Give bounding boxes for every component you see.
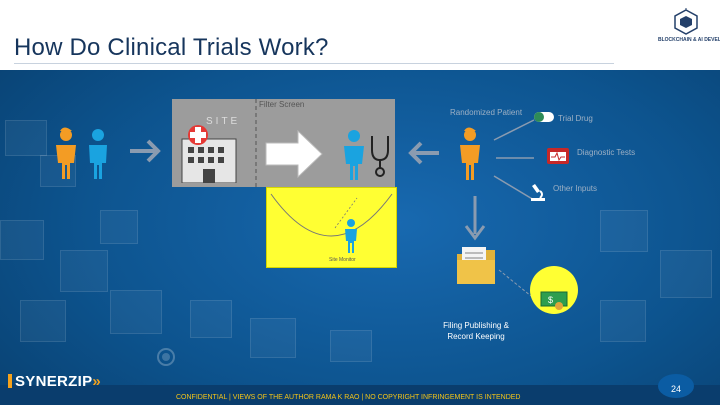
brand-mark <box>8 374 12 388</box>
decor-cube <box>250 318 296 358</box>
decor-cube <box>20 300 66 342</box>
decor-cube <box>110 290 162 334</box>
title-divider <box>14 63 614 64</box>
slide-title: How Do Clinical Trials Work? <box>14 34 329 62</box>
folder-icon <box>455 246 497 286</box>
arrow-right-icon <box>264 129 324 179</box>
decor-cube <box>600 210 648 252</box>
confidential-notice: CONFIDENTIAL | VIEWS OF THE AUTHOR RAMA … <box>176 394 520 401</box>
filter-divider <box>254 99 258 187</box>
logo-icon <box>664 8 708 38</box>
trial-drug-label: Trial Drug <box>558 114 593 123</box>
arrow-right-icon <box>128 138 164 164</box>
site-monitor-label: Site Monitor <box>329 257 356 263</box>
connector-line <box>497 268 533 298</box>
title-bar: How Do Clinical Trials Work? BLOCKCHAIN … <box>0 0 720 70</box>
money-symbol: $ <box>548 295 553 305</box>
patients-group <box>50 125 118 183</box>
decor-cube <box>660 250 712 298</box>
money-circle: $ <box>530 266 578 314</box>
screened-patient <box>336 128 396 184</box>
logo-text: BLOCKCHAIN & AI DEVELOPMENT <box>658 37 714 43</box>
decor-dot <box>156 347 176 367</box>
diagnostic-icon <box>546 145 570 165</box>
decor-cube <box>100 210 138 244</box>
patient-orange-icon <box>455 126 485 184</box>
arrow-down-icon <box>462 196 488 242</box>
stethoscope-icon <box>372 136 388 176</box>
decor-cube <box>600 300 646 342</box>
brand-text: SYNERZIP <box>15 373 92 390</box>
diagnostic-tests-label: Diagnostic Tests <box>577 148 635 157</box>
money-icon: $ <box>540 290 568 312</box>
microscope-icon <box>528 182 548 202</box>
decor-cube <box>60 250 108 292</box>
patient-blue-icon <box>89 129 107 179</box>
patient-blue-icon <box>341 218 361 256</box>
hospital-icon <box>178 121 240 183</box>
patient-orange-icon <box>56 128 76 180</box>
page-number: 24 <box>658 374 694 398</box>
arrow-right-icon <box>405 140 441 166</box>
filing-label: Filing Publishing & Record Keeping <box>436 320 516 342</box>
other-inputs-label: Other Inputs <box>553 184 597 193</box>
decor-cube <box>330 330 372 362</box>
chevron-right-icon: » <box>92 373 101 390</box>
decor-cube <box>5 120 47 156</box>
decor-cube <box>0 220 44 260</box>
site-monitor-panel: Site Monitor <box>266 187 397 268</box>
monitor-curve <box>267 188 396 267</box>
brand-logo: SYNERZIP» <box>8 373 101 390</box>
filter-screen-label: Filter Screen <box>259 100 304 109</box>
decor-cube <box>190 300 232 338</box>
pill-icon <box>533 111 555 123</box>
company-logo: BLOCKCHAIN & AI DEVELOPMENT <box>664 8 708 58</box>
patient-blue-icon <box>344 130 364 180</box>
